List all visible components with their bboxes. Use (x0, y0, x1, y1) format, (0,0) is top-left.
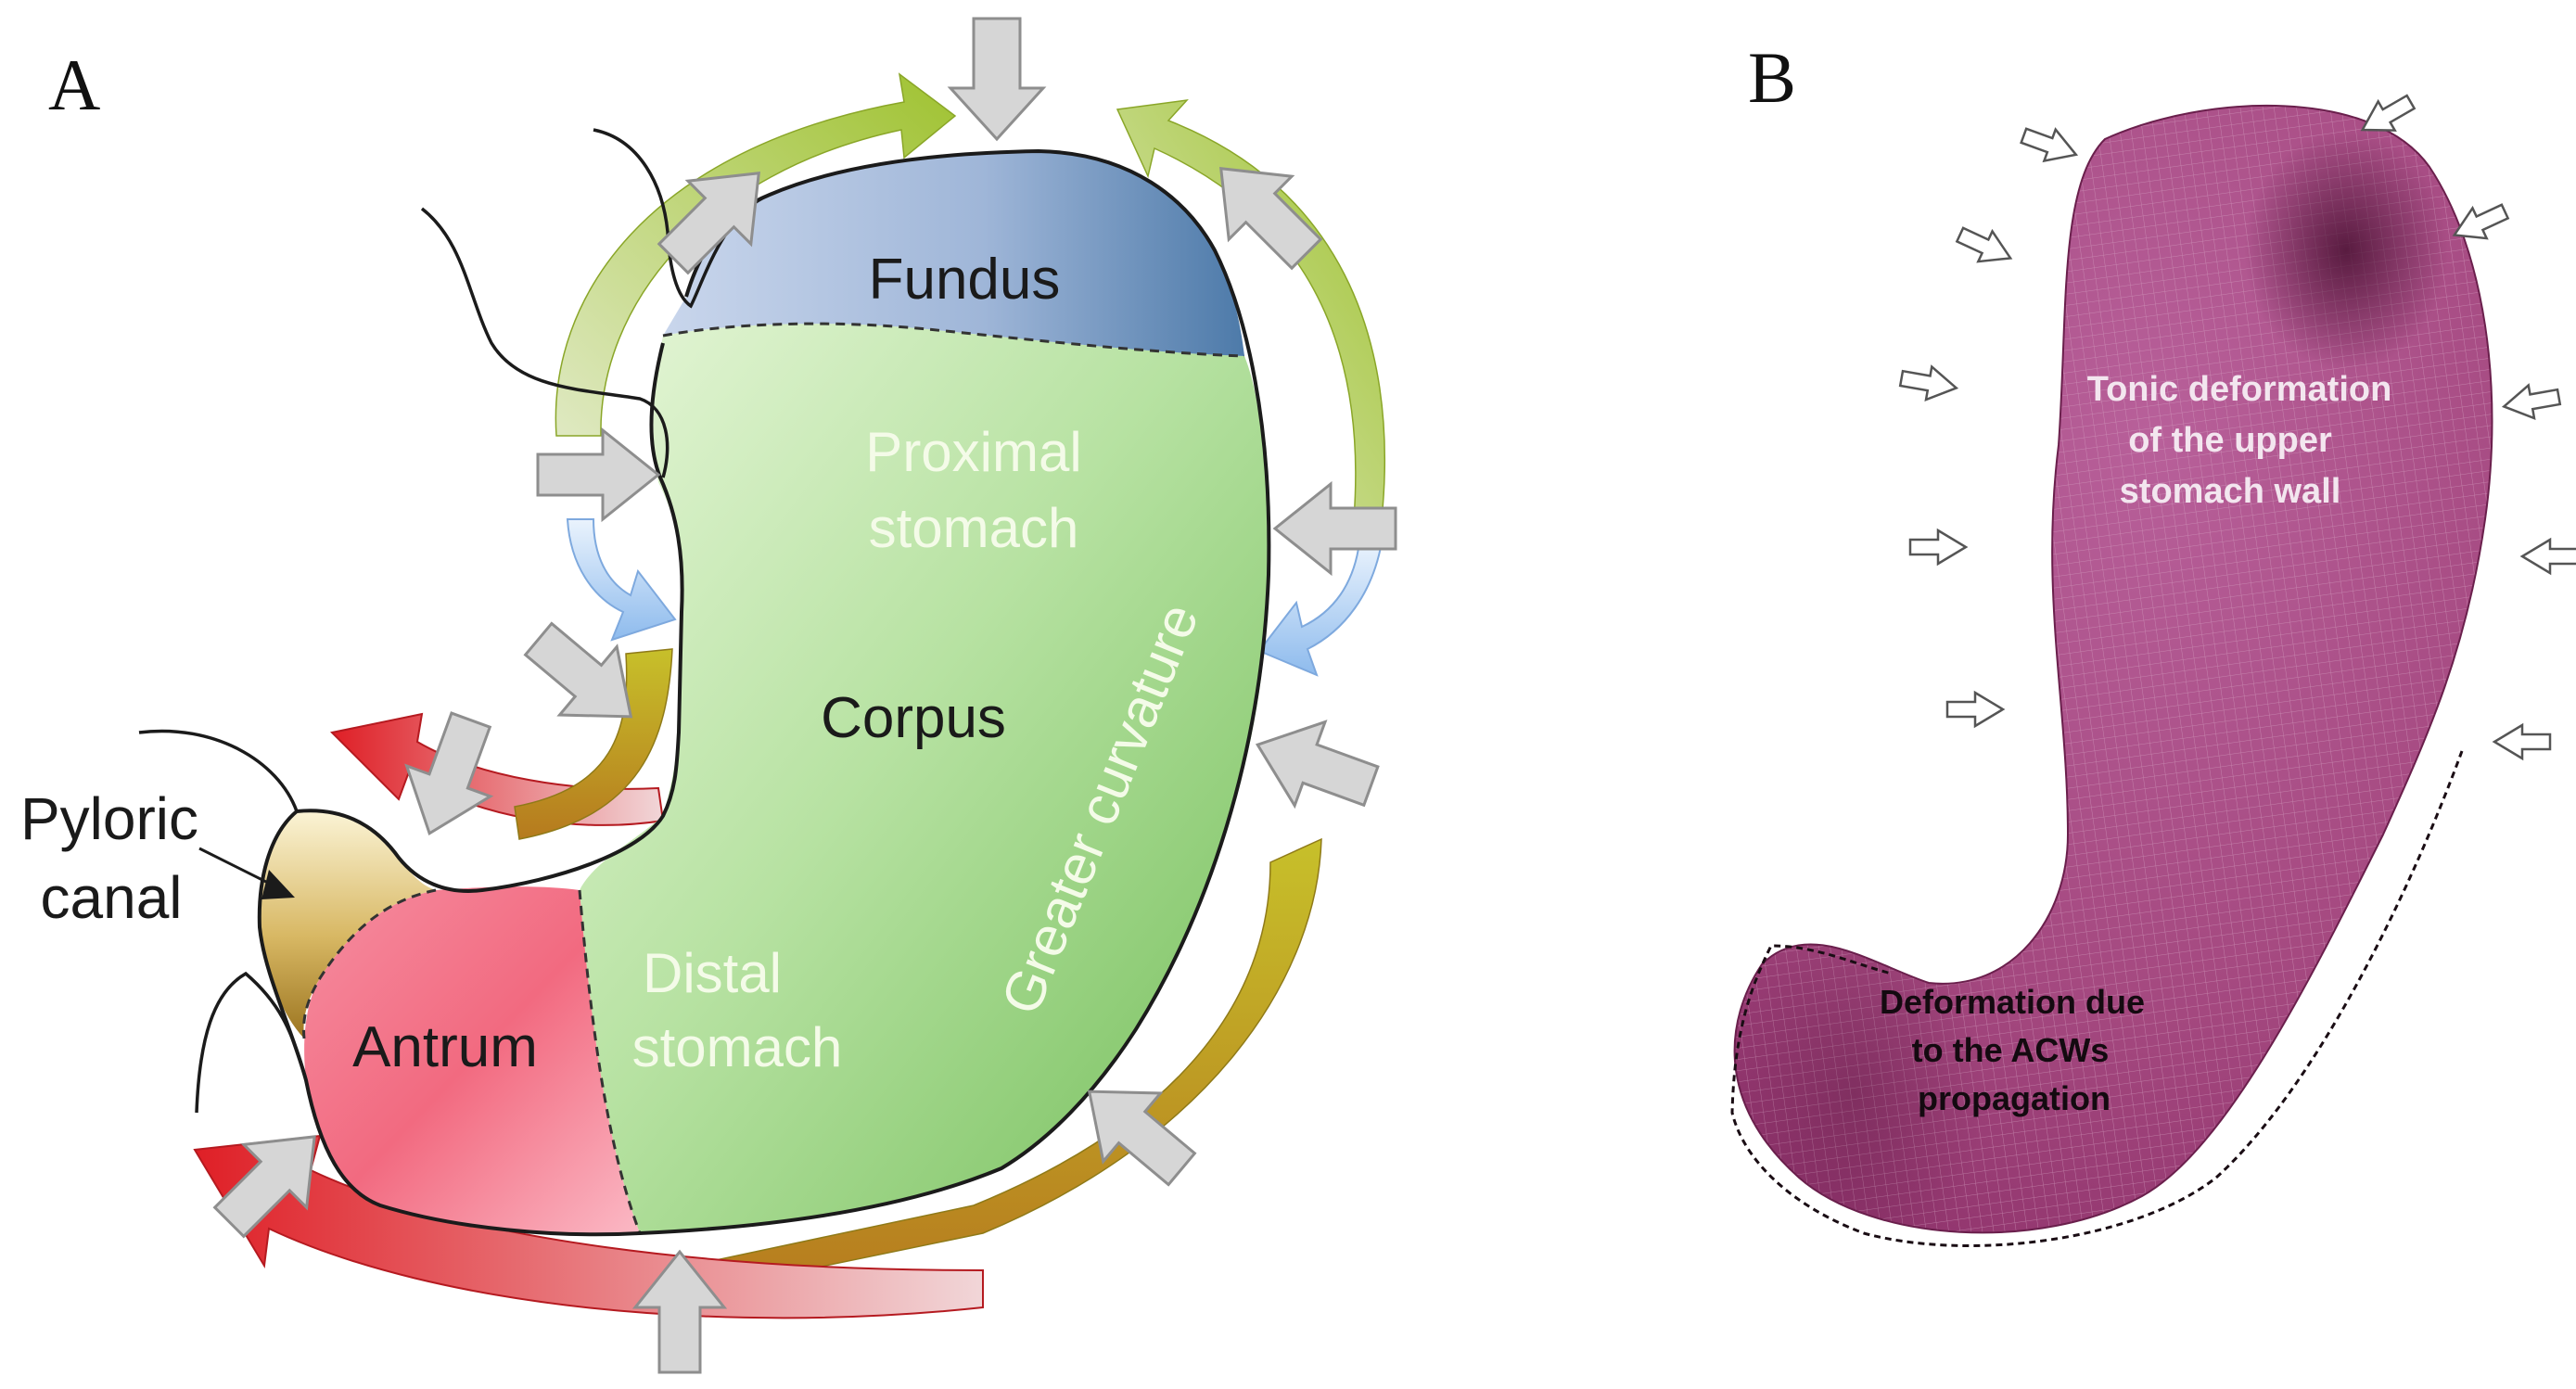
label-tonic-line2: of the upper (2128, 421, 2332, 460)
small-arrow-10 (2492, 722, 2552, 761)
blue-arrow-left (566, 518, 677, 642)
panel-b: B Tonic deformation of the upper stomach… (1730, 37, 2576, 1247)
label-distal-line2: stomach (632, 1016, 843, 1078)
corpus-region (580, 324, 1268, 1234)
olive-arrow-upper (514, 648, 673, 840)
duodenum-line-2 (195, 971, 308, 1114)
gray-arrow-upper-right (1219, 167, 1323, 271)
pyloric-pointer-head (261, 870, 295, 899)
green-arrow-left (555, 72, 957, 437)
panel-a-letter: A (48, 45, 100, 125)
label-acw-line3: propagation (1918, 1079, 2111, 1117)
small-arrow-4 (1908, 528, 1969, 567)
label-acw-line1: Deformation due (1880, 983, 2145, 1021)
label-pyloric-line1: Pyloric (20, 785, 198, 852)
compression-arrows-a (212, 17, 1397, 1374)
mesh-dark-spot (2244, 130, 2448, 371)
stomach-outline (257, 148, 1271, 1237)
small-arrow-9 (2519, 537, 2576, 576)
gray-arrow-bottom (631, 1249, 728, 1374)
olive-arrow-lower (667, 837, 1322, 1299)
blue-arrow-right (1257, 542, 1384, 677)
small-arrow-2 (1955, 226, 2013, 263)
gray-arrow-upper-left (657, 172, 760, 275)
gray-arrow-bottom-left (212, 1135, 316, 1239)
label-distal-line1: Distal (643, 942, 782, 1004)
small-arrow-6 (2360, 94, 2417, 132)
gray-arrow-left-lower (523, 621, 633, 719)
label-corpus: Corpus (821, 686, 1006, 750)
gray-arrow-mid-right (1272, 480, 1397, 577)
label-pyloric-line2: canal (41, 864, 183, 931)
gray-arrow-mid-left (536, 427, 661, 523)
small-arrow-8 (2501, 383, 2562, 420)
mesh-outline (1733, 105, 2493, 1234)
label-antrum: Antrum (352, 1015, 538, 1079)
antrum-boundary (578, 889, 642, 1234)
panel-b-letter: B (1748, 37, 1796, 118)
esophagus-line-1 (593, 128, 771, 309)
small-arrow-5 (1945, 690, 2006, 729)
label-tonic-line3: stomach wall (2120, 472, 2341, 511)
gray-arrow-pylorus-top (404, 711, 494, 836)
antrum-region (304, 886, 640, 1235)
fundus-region (663, 151, 1244, 356)
red-arrow-lower (193, 1134, 984, 1319)
pressure-arrows-b (1898, 94, 2576, 761)
label-tonic-line1: Tonic deformation (2087, 370, 2392, 409)
gray-arrow-right-lower (1255, 720, 1380, 809)
label-acw-line2: to the ACWs (1912, 1031, 2110, 1069)
pyloric-region (259, 810, 436, 1039)
fundus-boundary (662, 322, 1245, 358)
small-arrow-1 (2020, 127, 2079, 163)
pyloric-boundary (302, 888, 437, 1039)
label-proximal-line1: Proximal (865, 421, 1081, 483)
label-proximal-line2: stomach (869, 497, 1079, 559)
deformation-boundary (1730, 750, 2464, 1247)
gray-arrow-top (947, 17, 1047, 142)
gray-arrow-bottom-right (1087, 1090, 1197, 1187)
label-fundus: Fundus (869, 248, 1061, 312)
duodenum-line-1 (138, 729, 299, 812)
small-arrow-3 (1898, 364, 1959, 401)
small-arrow-7 (2452, 203, 2510, 240)
esophagus-line-2 (420, 207, 670, 478)
panel-a: A (20, 17, 1397, 1374)
